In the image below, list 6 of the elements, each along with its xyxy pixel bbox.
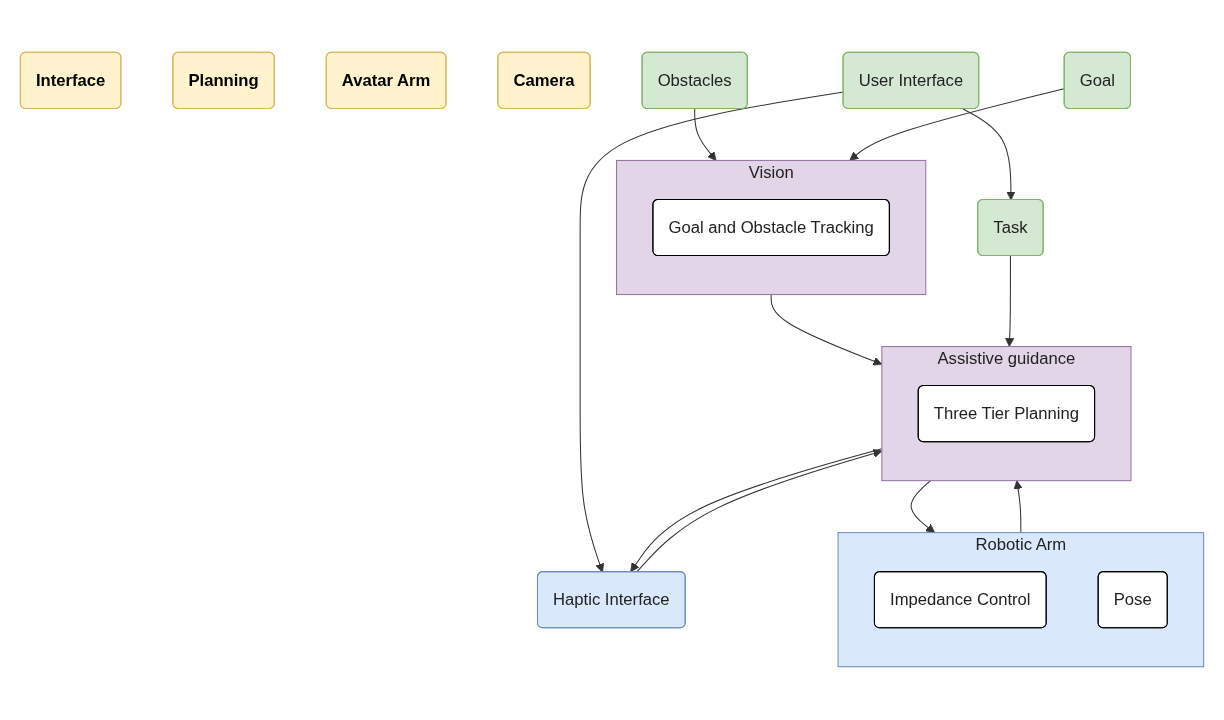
arrow	[1013, 480, 1023, 534]
arrow	[694, 108, 717, 162]
arrow	[910, 480, 936, 534]
arrow	[849, 88, 1065, 162]
arrow	[1005, 255, 1015, 348]
arrow	[962, 108, 1016, 201]
